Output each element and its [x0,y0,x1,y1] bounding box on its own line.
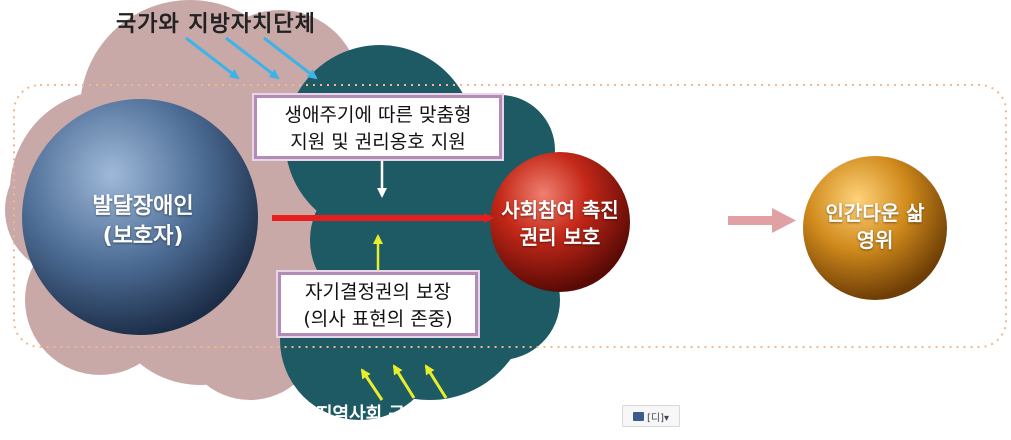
government-arrows [185,36,318,80]
support-box-line1: 생애주기에 따른 맞춤형 [284,104,472,126]
image-icon [632,411,644,421]
participation-label: 사회참여 촉진 권리 보호 [480,197,640,251]
dignity-label: 인간다운 삶 영위 [795,200,955,254]
person-label-line1: 발달장애인 [92,194,194,219]
dignity-sphere [803,156,947,300]
government-label: 국가와 지방자치단체 [116,12,316,37]
dignity-label-line1: 인간다운 삶 [825,201,925,225]
dashed-frame [13,84,1007,348]
community-arrows [360,364,448,401]
community-label: 지역사회 구성원(국민) [316,404,488,425]
support-box: 생애주기에 따른 맞춤형 지원 및 권리옹호 지원 [254,95,502,159]
selfdetermination-box-line2: (의사 표현의 존중) [303,307,453,330]
selfdetermination-box-line1: 자기결정권의 보장 [305,281,451,303]
participation-label-line2: 권리 보호 [519,225,601,249]
image-toolbar[interactable]: [디]▾ [622,405,680,427]
person-sphere [22,99,258,335]
person-label-line2: (보호자) [102,223,184,249]
selfdetermination-box: 자기결정권의 보장 (의사 표현의 존중) [278,272,478,336]
dignity-label-line2: 영위 [856,228,894,252]
outcome-arrow [728,208,796,233]
person-label: 발달장애인 (보호자) [58,192,228,251]
support-box-line2: 지원 및 권리옹호 지원 [290,130,466,153]
image-toolbar-label: [디]▾ [646,412,670,424]
participation-label-line1: 사회참여 촉진 [501,198,619,222]
participation-sphere [490,152,630,292]
